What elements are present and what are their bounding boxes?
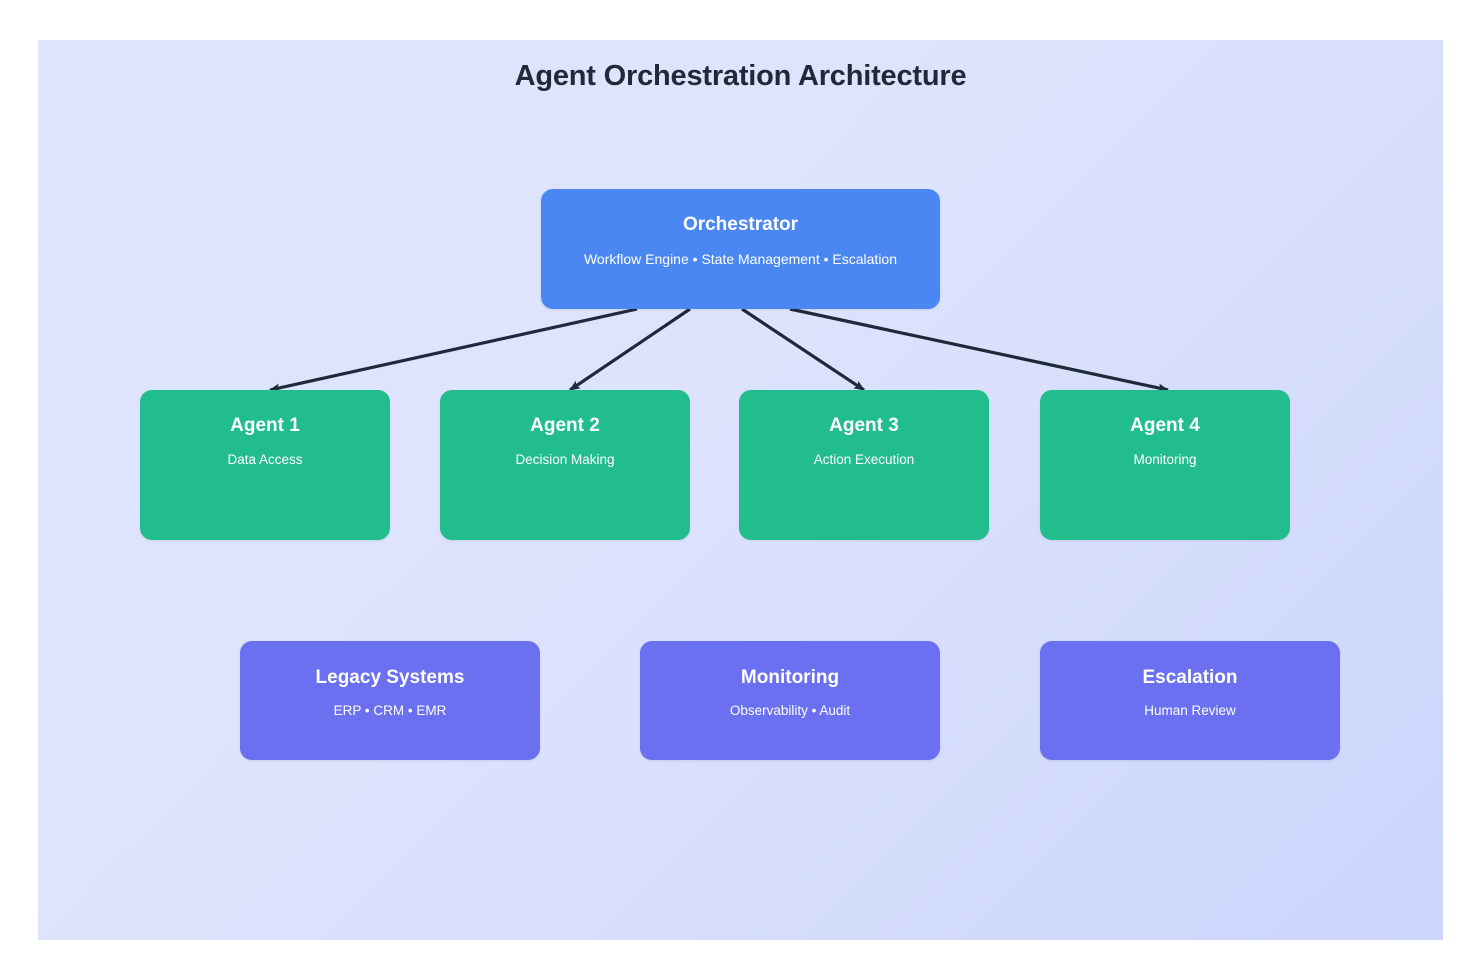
node-orchestrator-subtitle: Workflow Engine • State Management • Esc…	[583, 250, 898, 267]
node-agent-4-title: Agent 4	[1130, 415, 1200, 436]
node-agent-1[interactable]: Agent 1 Data Access	[140, 390, 390, 540]
node-agent-4-subtitle: Monitoring	[1133, 451, 1197, 467]
node-escalation[interactable]: Escalation Human Review	[1040, 641, 1340, 760]
node-agent-2-title: Agent 2	[530, 415, 600, 436]
node-orchestrator-title: Orchestrator	[682, 214, 799, 235]
node-monitoring-title: Monitoring	[740, 667, 840, 688]
connector-orchestrator-to-agent-2	[569, 307, 691, 392]
connector-orchestrator-to-agent-3	[741, 307, 865, 392]
connector-orchestrator-to-agent-1	[269, 307, 638, 393]
node-monitoring[interactable]: Monitoring Observability • Audit	[640, 641, 940, 760]
node-escalation-title: Escalation	[1142, 667, 1238, 688]
page-title: Agent Orchestration Architecture	[514, 60, 967, 92]
diagram-canvas: Agent Orchestration Architecture Orchest…	[38, 40, 1443, 940]
node-legacy-systems[interactable]: Legacy Systems ERP • CRM • EMR	[240, 641, 540, 760]
node-agent-1-title: Agent 1	[230, 415, 300, 436]
node-orchestrator[interactable]: Orchestrator Workflow Engine • State Man…	[541, 189, 940, 309]
node-agent-2-subtitle: Decision Making	[515, 451, 615, 467]
node-agent-3-title: Agent 3	[829, 415, 899, 436]
node-agent-3-subtitle: Action Execution	[813, 451, 915, 467]
node-legacy-systems-subtitle: ERP • CRM • EMR	[333, 702, 447, 718]
node-agent-3[interactable]: Agent 3 Action Execution	[739, 390, 989, 540]
connector-orchestrator-to-agent-4	[789, 307, 1169, 393]
node-agent-2[interactable]: Agent 2 Decision Making	[440, 390, 690, 540]
node-agent-4[interactable]: Agent 4 Monitoring	[1040, 390, 1290, 540]
node-legacy-systems-title: Legacy Systems	[315, 667, 465, 688]
node-escalation-subtitle: Human Review	[1144, 702, 1236, 718]
node-agent-1-subtitle: Data Access	[227, 451, 303, 467]
node-monitoring-subtitle: Observability • Audit	[729, 702, 851, 718]
